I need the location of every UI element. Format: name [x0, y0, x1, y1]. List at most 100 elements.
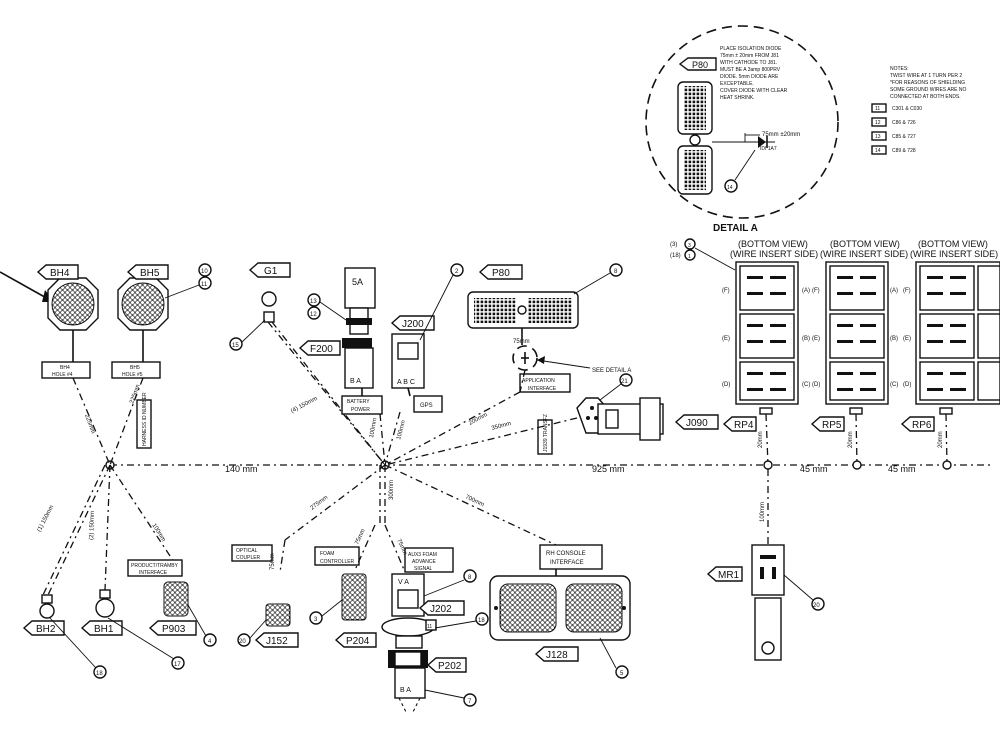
svg-text:SIGNAL: SIGNAL — [414, 566, 433, 572]
svg-text:RP5: RP5 — [822, 420, 842, 431]
item-5: 5 — [620, 671, 624, 677]
svg-text:MR1: MR1 — [718, 570, 740, 581]
bh2-ring-terminal-icon — [39, 603, 55, 619]
dim-45a: 45 mm — [800, 464, 828, 474]
notes-title: NOTES: — [890, 66, 909, 72]
svg-text:700mm: 700mm — [464, 494, 485, 508]
svg-text:(4) 150mm: (4) 150mm — [290, 396, 318, 415]
application-interface-label — [519, 373, 571, 393]
detail-line-6: COVER DIODE WITH CLEAR — [720, 88, 788, 94]
svg-text:CONTROLLER: CONTROLLER — [320, 559, 355, 565]
svg-text:(D): (D) — [903, 382, 911, 388]
detail-p80-tag — [678, 57, 717, 71]
svg-text:INTERFACE: INTERFACE — [528, 386, 557, 392]
svg-text:BH1: BH1 — [94, 624, 114, 635]
svg-text:(2) 150mm: (2) 150mm — [89, 511, 96, 540]
item-11: 11 — [201, 282, 208, 288]
svg-text:(F): (F) — [722, 288, 730, 294]
p903-connector-icon — [163, 581, 189, 617]
item-20a: 20 — [239, 639, 246, 645]
legend-14: C89 & 728 — [892, 148, 916, 154]
svg-text:12: 12 — [875, 120, 881, 126]
bh4-tag — [36, 264, 79, 280]
detail-a-title: DETAIL A — [713, 223, 758, 234]
bh5-hole-label — [111, 361, 161, 379]
svg-text:HARNESS ID NUMBER: HARNESS ID NUMBER — [142, 392, 148, 446]
lower-left-breakout: (1) 150mm (2) 150mm 100mm BH2 BH1 18 17 … — [22, 464, 217, 679]
svg-text:(C): (C) — [802, 382, 810, 388]
svg-text:J1939 TRANSFZ: J1939 TRANSFZ — [543, 414, 549, 452]
svg-text:PRODUCT/TRAMBY: PRODUCT/TRAMBY — [131, 563, 179, 569]
svg-text:BH5: BH5 — [130, 365, 140, 371]
svg-text:A B C: A B C — [397, 379, 415, 386]
product-interface-label — [127, 559, 183, 577]
dim-925: 925 mm — [592, 464, 625, 474]
svg-text:F200: F200 — [310, 344, 333, 355]
j128-tag — [534, 646, 579, 662]
gps-label — [413, 395, 443, 413]
p80-branch: P80 8 75mm SEE DETAIL A APPLICATION INTE… — [384, 263, 631, 466]
j202-tag — [418, 600, 465, 616]
svg-text:(BOTTOM VIEW): (BOTTOM VIEW) — [738, 239, 808, 249]
fuse-rating: 5A — [352, 277, 363, 287]
item-8b: 8 — [468, 575, 472, 581]
detail-diode-part: IDI 1A7 — [760, 146, 777, 152]
svg-text:13: 13 — [875, 134, 881, 140]
p204-connector-icon — [341, 573, 367, 621]
svg-text:(E): (E) — [722, 336, 730, 342]
j090-branch: 21 J1939 TRANSFZ 350mm J090 — [384, 373, 719, 466]
diode-icon — [758, 136, 766, 148]
j128-branch: RH CONSOLE INTERFACE J128 5 — [489, 544, 631, 679]
relay-panels: (3) (18) 3 1 (BOTTOM VIEW) (WIRE INSERT … — [670, 238, 1000, 466]
relay-panel-rp5: (BOTTOM VIEW) (WIRE INSERT SIDE) (F) (E)… — [810, 239, 908, 466]
p202-tag — [426, 657, 467, 673]
svg-text:P903: P903 — [162, 624, 186, 635]
svg-text:J128: J128 — [546, 650, 568, 661]
svg-text:OPTICAL: OPTICAL — [236, 548, 258, 554]
optical-coupler-label — [231, 544, 273, 562]
rh-console-label — [539, 544, 603, 570]
notes-line-2: SOME GROUND WIRES ARE NO — [890, 87, 967, 93]
svg-text:(BOTTOM VIEW): (BOTTOM VIEW) — [918, 239, 988, 249]
item-2: 2 — [455, 269, 459, 275]
svg-text:(E): (E) — [812, 336, 820, 342]
svg-text:HOLE #4: HOLE #4 — [52, 372, 73, 378]
item-14-callout — [724, 179, 738, 193]
dim-45b: 45 mm — [888, 464, 916, 474]
svg-text:75mm: 75mm — [395, 538, 407, 556]
notes-line-0: TWIST WIRE AT 1 TURN PER 2 — [890, 73, 962, 79]
j090-tag — [674, 414, 719, 430]
legend-12: C86 & 726 — [892, 120, 916, 126]
detail-dimension: 75mm ±20mm — [762, 132, 800, 138]
svg-text:(WIRE INSERT SIDE): (WIRE INSERT SIDE) — [730, 249, 818, 259]
detail-p80-label: P80 — [692, 60, 708, 70]
svg-text:100mm: 100mm — [760, 502, 766, 522]
item-12: 12 — [310, 312, 317, 318]
svg-text:BH2: BH2 — [36, 624, 56, 635]
notes-line-1: *FOR REASONS OF SHIELDING — [890, 80, 965, 86]
svg-text:300mm: 300mm — [389, 480, 395, 500]
rp4-tag — [722, 416, 757, 432]
svg-text:BH5: BH5 — [140, 268, 160, 279]
legend-11: C301 & C030 — [892, 106, 922, 112]
svg-text:(A): (A) — [890, 288, 898, 294]
svg-text:(WIRE INSERT SIDE): (WIRE INSERT SIDE) — [910, 249, 998, 259]
item-4: 4 — [208, 639, 212, 645]
svg-text:HOLE #5: HOLE #5 — [122, 372, 143, 378]
svg-text:75mm: 75mm — [354, 528, 366, 546]
svg-text:350mm: 350mm — [491, 421, 512, 432]
svg-text:RP4: RP4 — [734, 420, 754, 431]
p202-connector-icon — [394, 667, 426, 699]
svg-text:P204: P204 — [346, 636, 370, 647]
j1939-label — [537, 419, 553, 455]
svg-text:AUX3 FOAM: AUX3 FOAM — [408, 552, 437, 558]
dim-140: 140 mm — [225, 464, 258, 474]
main-trunk: 140 mm 925 mm 45 mm 45 mm — [105, 460, 990, 474]
f200-branch: 5A B A F200 13 12 BATTERY POWER 100mm — [298, 267, 386, 466]
item-7: 7 — [468, 699, 472, 705]
svg-text:BH4: BH4 — [50, 268, 70, 279]
svg-text:P80: P80 — [492, 268, 510, 279]
svg-text:B A: B A — [350, 378, 361, 385]
svg-text:200mm: 200mm — [468, 412, 488, 427]
svg-text:V A: V A — [398, 579, 409, 586]
